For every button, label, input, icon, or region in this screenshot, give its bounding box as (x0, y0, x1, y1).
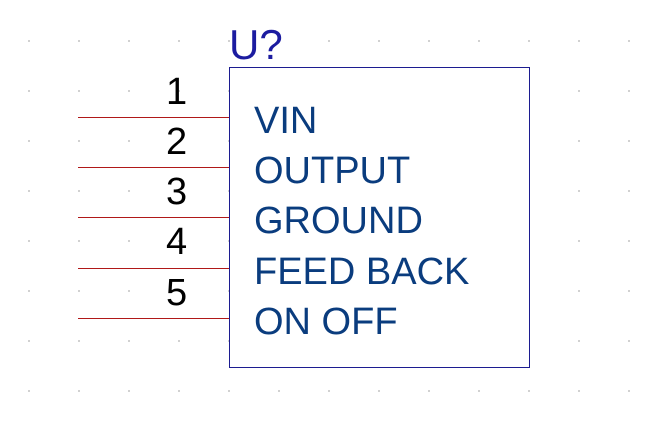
pin-2-name: OUTPUT (254, 150, 411, 192)
pin-1-name: VIN (254, 100, 318, 142)
pin-3-line[interactable] (78, 217, 229, 218)
pin-3-number: 3 (166, 171, 188, 213)
pin-5-line[interactable] (78, 318, 229, 319)
component-body[interactable] (229, 67, 530, 368)
pin-2-number: 2 (166, 121, 188, 163)
pin-3-name: GROUND (254, 200, 423, 242)
pin-4-number: 4 (166, 221, 188, 263)
pin-4-name: FEED BACK (254, 251, 470, 293)
pin-1-number: 1 (166, 71, 188, 113)
pin-5-number: 5 (166, 272, 188, 314)
component-designator[interactable]: U? (229, 21, 283, 68)
pin-2-line[interactable] (78, 167, 229, 168)
pin-4-line[interactable] (78, 268, 229, 269)
pin-1-line[interactable] (78, 117, 229, 118)
pin-5-name: ON OFF (254, 301, 398, 343)
